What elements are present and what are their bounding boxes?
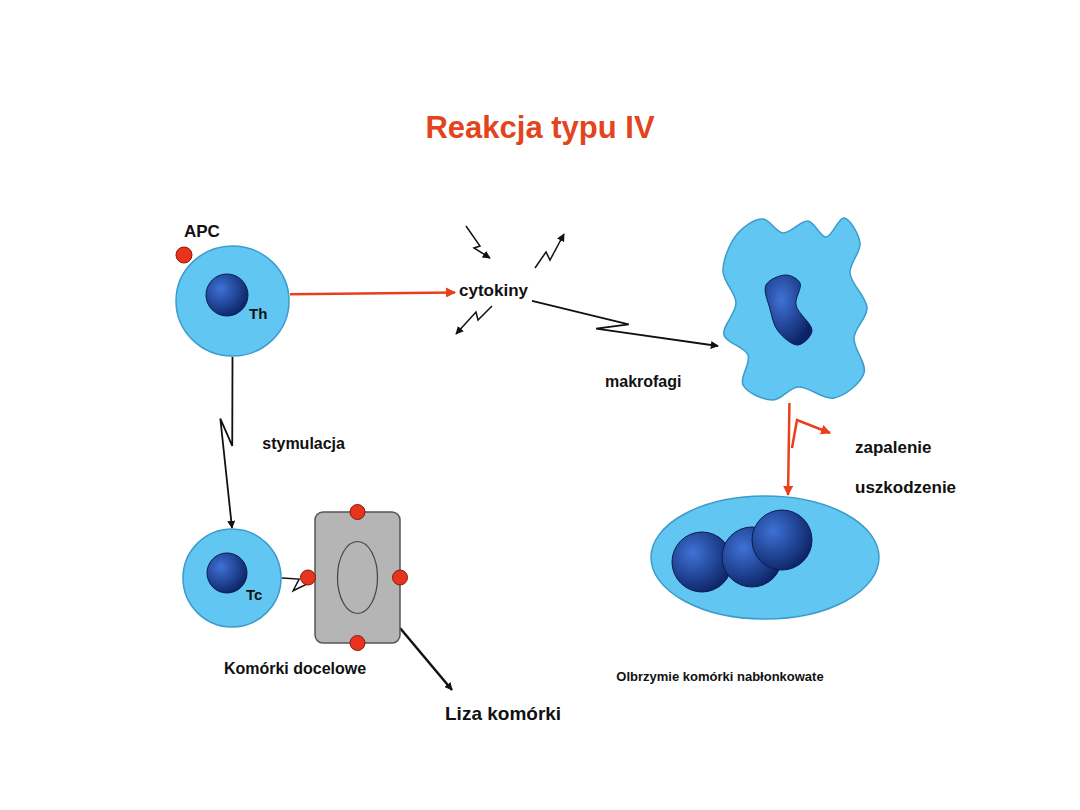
label: Liza komórki [445, 703, 561, 725]
helper-t-cell: Th [175, 245, 290, 357]
connector [532, 301, 718, 346]
cytokine-signal [466, 226, 490, 258]
target-nucleus [338, 542, 378, 614]
label: zapalenie [855, 438, 932, 458]
target-body [315, 512, 400, 643]
label: uszkodzenie [855, 478, 956, 498]
nucleus [206, 274, 248, 316]
antigen-dot [350, 636, 365, 651]
nucleus [752, 510, 812, 570]
cell-body [176, 246, 289, 356]
decoration [176, 226, 830, 690]
shape [315, 512, 400, 643]
giant-cell: Olbrzymie komórki nabłonkowate [650, 495, 880, 620]
node-text: Tc [246, 586, 262, 603]
antigen-dot [350, 505, 365, 520]
title: Reakcja typu IV [0, 110, 1080, 146]
macrophage-body [723, 218, 867, 400]
node-text: Komórki docelowe [180, 660, 410, 678]
shape [175, 245, 290, 357]
node-text: cytokiny [459, 281, 528, 301]
shape [718, 213, 870, 403]
cell-body [183, 529, 281, 627]
node-text: Th [249, 305, 267, 322]
nucleus [765, 275, 812, 345]
antigen-dot [393, 570, 408, 585]
lysis-arrow [400, 628, 452, 690]
connector [788, 403, 789, 495]
cytokine-label: cytokiny [455, 277, 532, 305]
node-text: Olbrzymie komórki nabłonkowate [555, 669, 885, 684]
shape [650, 495, 880, 620]
shape [182, 528, 282, 628]
connector [220, 357, 232, 528]
branch-arrow [792, 420, 830, 448]
connector [290, 292, 455, 294]
label: APC [184, 222, 220, 242]
target-cell: Komórki docelowe [315, 512, 400, 643]
cytokine-signal [535, 234, 564, 268]
cytokine-signal [456, 306, 492, 334]
antigen-dot [301, 570, 316, 585]
macrophage: makrofagi [718, 213, 870, 403]
giant-cell-body [651, 496, 879, 619]
node-text: makrofagi [605, 373, 681, 391]
nucleus [207, 553, 247, 593]
cytotoxic-t-cell: Tc [182, 528, 282, 628]
antigen-dot [176, 247, 192, 263]
edge-label: stymulacja [260, 435, 347, 453]
